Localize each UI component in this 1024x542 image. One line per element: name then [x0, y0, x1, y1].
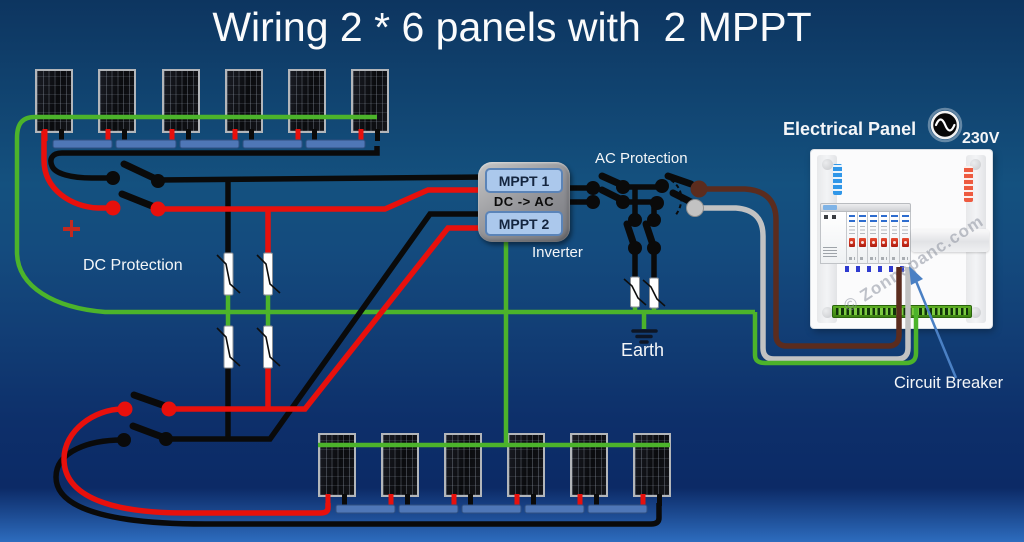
breaker-assembly [820, 203, 911, 264]
circuit-breaker-label: Circuit Breaker [894, 374, 1004, 392]
diagram-title: Wiring 2 * 6 panels with 2 MPPT [212, 4, 812, 50]
circuit-breaker-module [888, 212, 900, 263]
breaker-rocker [848, 238, 856, 247]
ac-voltage-icon [927, 107, 963, 143]
ac-wiring [570, 184, 662, 279]
mppt2-input: MPPT 2 [485, 211, 563, 236]
positive-polarity-icon [63, 220, 80, 237]
busbar-cover [820, 203, 911, 212]
dc-isolator-switch-bottom [117, 391, 177, 447]
solar-panel-bottom-3 [444, 433, 482, 497]
circuit-breaker-module [867, 212, 879, 263]
earth-label: Earth [621, 340, 665, 360]
solar-panel-bottom-6 [633, 433, 671, 497]
circuit-breaker-module [846, 212, 857, 263]
solar-panel-top-1 [35, 69, 73, 133]
solar-panel-top-2 [98, 69, 136, 133]
dc-to-ac-label: DC -> AC [493, 194, 555, 209]
cable-duct [911, 229, 989, 252]
neutral-terminal-block [833, 164, 842, 195]
solar-panel-bottom-1 [318, 433, 356, 497]
solar-panel-top-3 [162, 69, 200, 133]
dc-positive-wiring [41, 131, 487, 516]
breaker-rocker [869, 238, 877, 247]
breaker-rocker [880, 238, 888, 247]
inverter-box: MPPT 1 DC -> AC MPPT 2 [478, 162, 570, 242]
dc-protection-label: DC Protection [83, 257, 183, 274]
voltage-label: 230V [962, 130, 1000, 147]
panel-terminals-bottom [325, 494, 662, 506]
ac-isolator-switch [586, 172, 695, 255]
solar-panel-bottom-5 [570, 433, 608, 497]
breaker-rocker [901, 238, 909, 247]
solar-panel-top-5 [288, 69, 326, 133]
circuit-breaker-module [856, 212, 868, 263]
ac-protection-label: AC Protection [595, 150, 688, 167]
dc-isolator-switch-top [105, 160, 166, 217]
mppt1-input: MPPT 1 [485, 168, 563, 193]
inverter-label: Inverter [532, 244, 583, 261]
screw-icon [822, 159, 833, 170]
solar-panel-bottom-4 [507, 433, 545, 497]
screw-icon [970, 307, 981, 318]
circuit-breaker-module [878, 212, 889, 263]
series-busbars-top [52, 139, 366, 149]
screw-icon [970, 159, 981, 170]
breaker-rocker [891, 238, 898, 247]
rcd-module [821, 212, 846, 263]
live-terminal-block [964, 166, 973, 202]
solar-panel-top-6 [351, 69, 389, 133]
solar-panel-top-4 [225, 69, 263, 133]
series-busbars-bottom [335, 504, 648, 514]
electrical-panel-label: Electrical Panel [783, 119, 917, 139]
panel-terminals-top [42, 129, 380, 141]
spd-fuses [216, 252, 666, 369]
solar-panel-bottom-2 [381, 433, 419, 497]
electrical-panel-box: © Zonnepanc.com [811, 150, 992, 328]
breaker-rocker [859, 238, 866, 247]
